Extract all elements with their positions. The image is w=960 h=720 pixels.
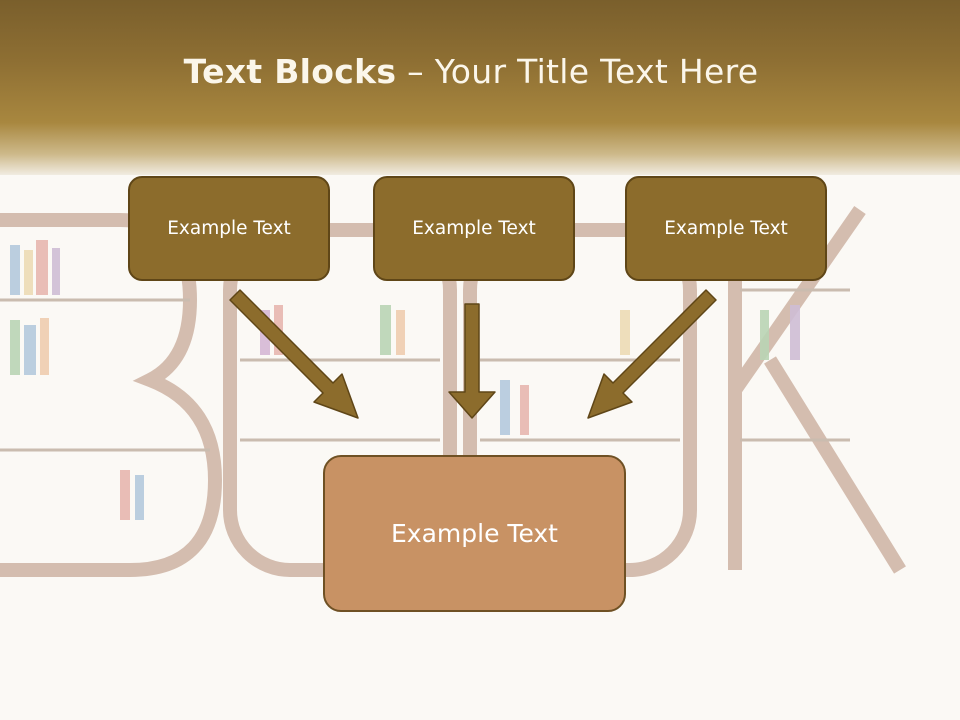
text-block-top-right[interactable]: Example Text — [625, 176, 827, 281]
text-block-bottom[interactable]: Example Text — [323, 455, 626, 612]
text-block-top-middle-label: Example Text — [412, 218, 536, 239]
title-rest: Your Title Text Here — [434, 52, 759, 91]
text-block-top-right-label: Example Text — [664, 218, 788, 239]
title-bold-part: Text Blocks — [183, 52, 397, 91]
text-block-top-left-label: Example Text — [167, 218, 291, 239]
text-block-top-middle[interactable]: Example Text — [373, 176, 575, 281]
text-block-bottom-label: Example Text — [391, 519, 558, 548]
page-title: Text Blocks – Your Title Text Here — [0, 52, 942, 91]
title-dash: – — [396, 52, 435, 91]
text-block-top-left[interactable]: Example Text — [128, 176, 330, 281]
header-band — [0, 0, 960, 175]
